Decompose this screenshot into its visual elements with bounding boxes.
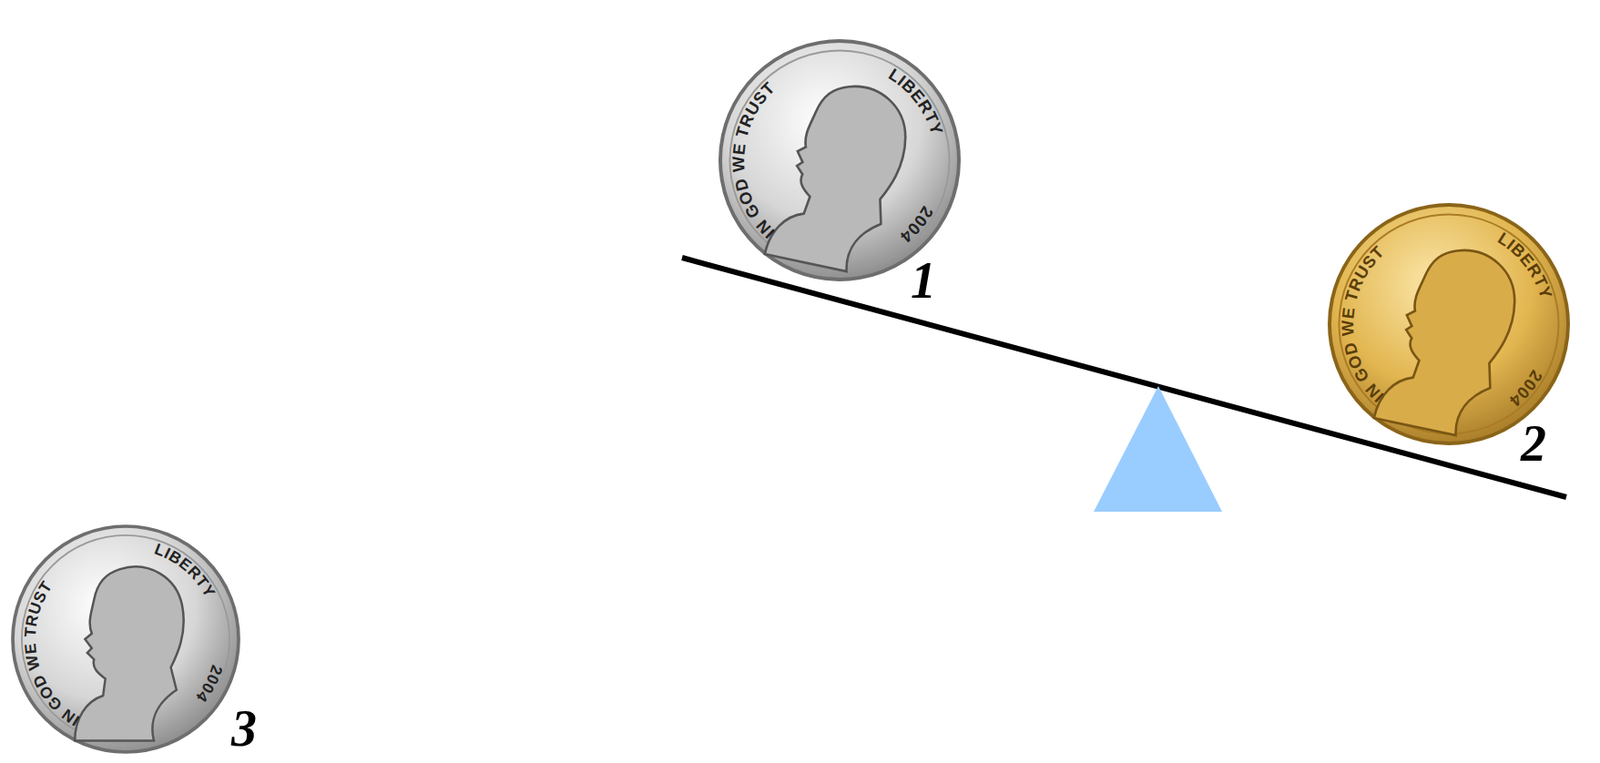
coin-inscription: LIBERTY (1485, 226, 1569, 305)
callout-number: 1 (910, 254, 937, 306)
coin-inscription: LIBERTY (152, 540, 220, 602)
coin-inscription: LIBERTY (876, 62, 959, 141)
silver-coin: IN GOD WE TRUST LIBERTY 2004 (698, 19, 982, 303)
coin-inscription: IN GOD WE TRUST (1320, 237, 1418, 409)
callout-number: 3 (231, 703, 257, 755)
coin-inscription: 2004 (1503, 363, 1549, 416)
callout-number: 2 (1520, 417, 1547, 469)
coin-inscription-path: 2004 (894, 199, 939, 252)
coin-inscription-path: IN GOD WE TRUST (1320, 237, 1418, 409)
coin-inscription-path: IN GOD WE TRUST (20, 577, 83, 730)
coin-inscription-path: IN GOD WE TRUST (711, 73, 809, 245)
silver-coin: IN GOD WE TRUST LIBERTY 2004 (12, 526, 239, 753)
coin-inscription-path: LIBERTY (152, 540, 220, 602)
fulcrum (1093, 386, 1223, 512)
coin-inscription: IN GOD WE TRUST (20, 577, 83, 730)
coin-inscription-path: LIBERTY (876, 62, 959, 141)
coin-inscription: 2004 (894, 199, 939, 252)
coin-inscription-path: 2004 (1503, 363, 1549, 416)
coin-inscription: IN GOD WE TRUST (711, 73, 809, 245)
coin-inscription-path: 2004 (192, 662, 226, 706)
gold-coin: IN GOD WE TRUST LIBERTY 2004 (1307, 183, 1591, 467)
coin-inscription: 2004 (192, 662, 226, 706)
coin-inscription-path: LIBERTY (1485, 226, 1569, 305)
